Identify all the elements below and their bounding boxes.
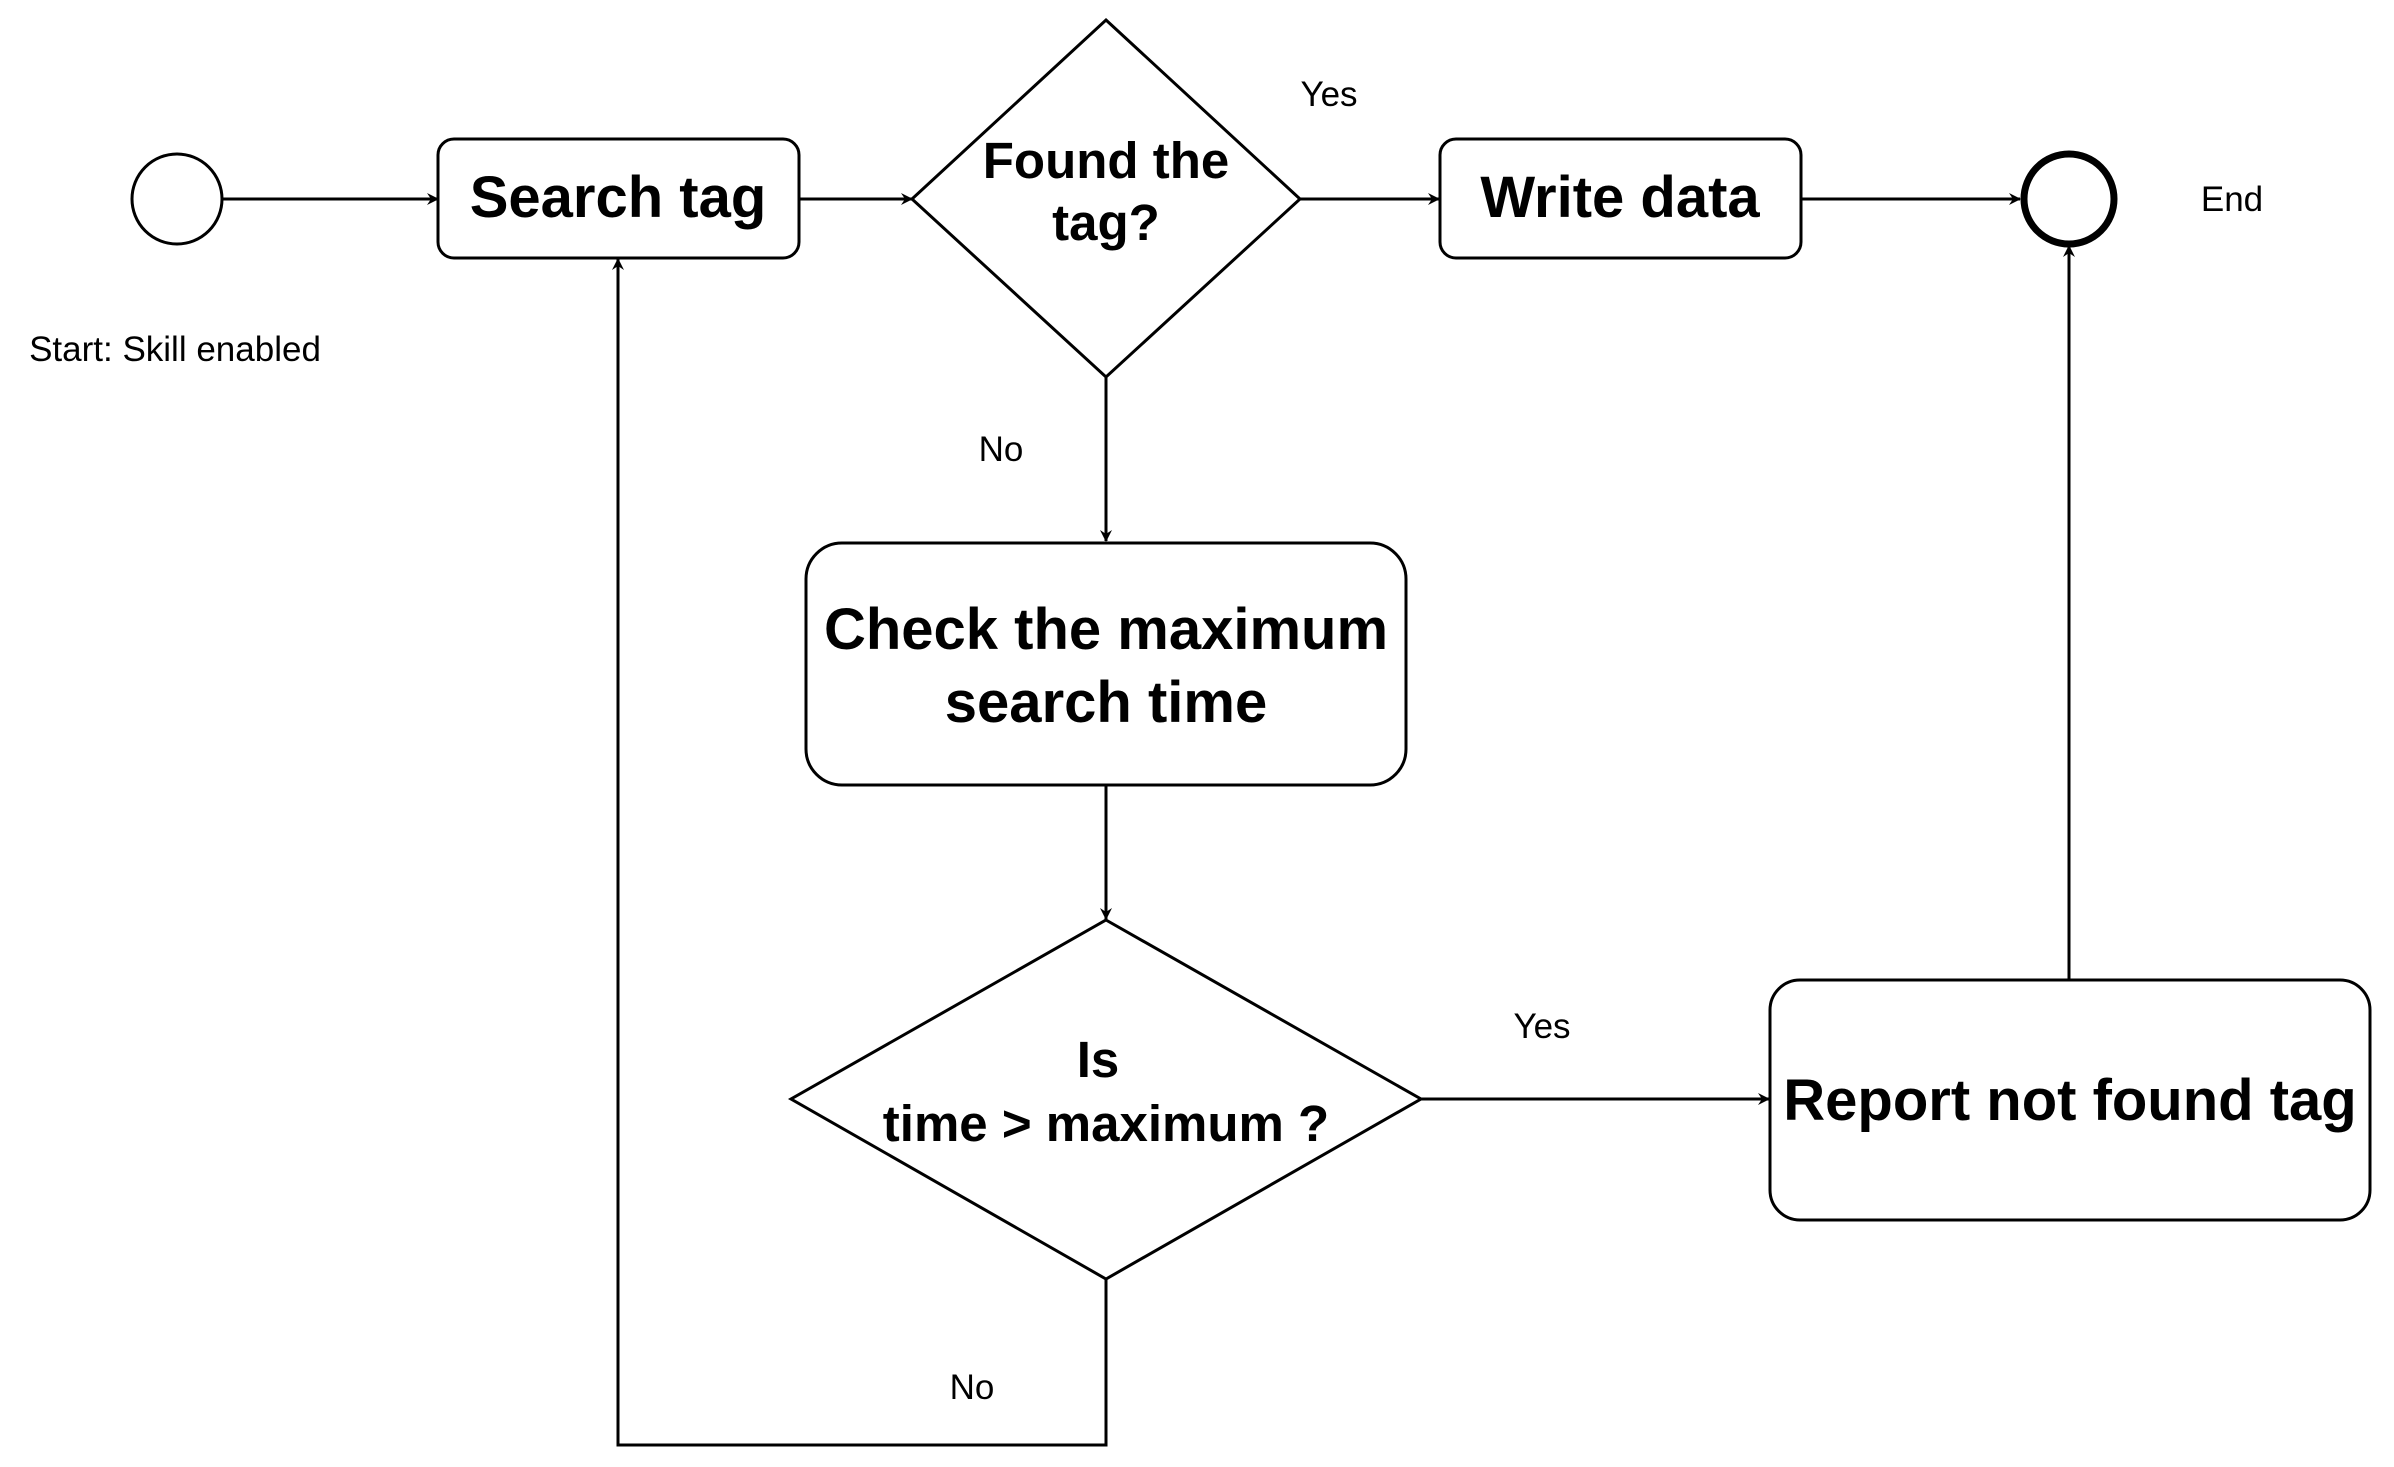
time-check-label-line1: Is	[1077, 1031, 1120, 1088]
search-tag-node	[436, 137, 801, 260]
found-yes-label: Yes	[1300, 75, 1357, 114]
check-max-node	[804, 541, 1408, 787]
check-max-label-line1: Check the maximum	[824, 597, 1388, 662]
time-check-label-line2: time > maximum ?	[883, 1095, 1329, 1152]
found-tag-decision	[909, 17, 1303, 380]
edge-time-no-to-search	[612, 258, 1108, 1447]
write-data-node	[1438, 137, 1803, 260]
end-label: End	[2201, 180, 2263, 219]
end-node	[2020, 150, 2118, 248]
time-no-label: No	[950, 1368, 995, 1407]
write-data-label: Write data	[1480, 165, 1760, 230]
report-node	[1768, 978, 2372, 1222]
time-yes-label: Yes	[1513, 1007, 1570, 1046]
found-tag-label-line1: Found the	[983, 132, 1229, 189]
found-tag-label-line2: tag?	[1052, 194, 1160, 251]
check-max-label-line2: search time	[945, 670, 1267, 735]
report-label: Report not found tag	[1783, 1068, 2356, 1133]
start-node	[130, 152, 224, 246]
found-no-label: No	[979, 430, 1024, 469]
time-check-decision	[787, 918, 1425, 1281]
search-tag-label: Search tag	[470, 165, 767, 230]
start-label: Start: Skill enabled	[29, 330, 321, 369]
